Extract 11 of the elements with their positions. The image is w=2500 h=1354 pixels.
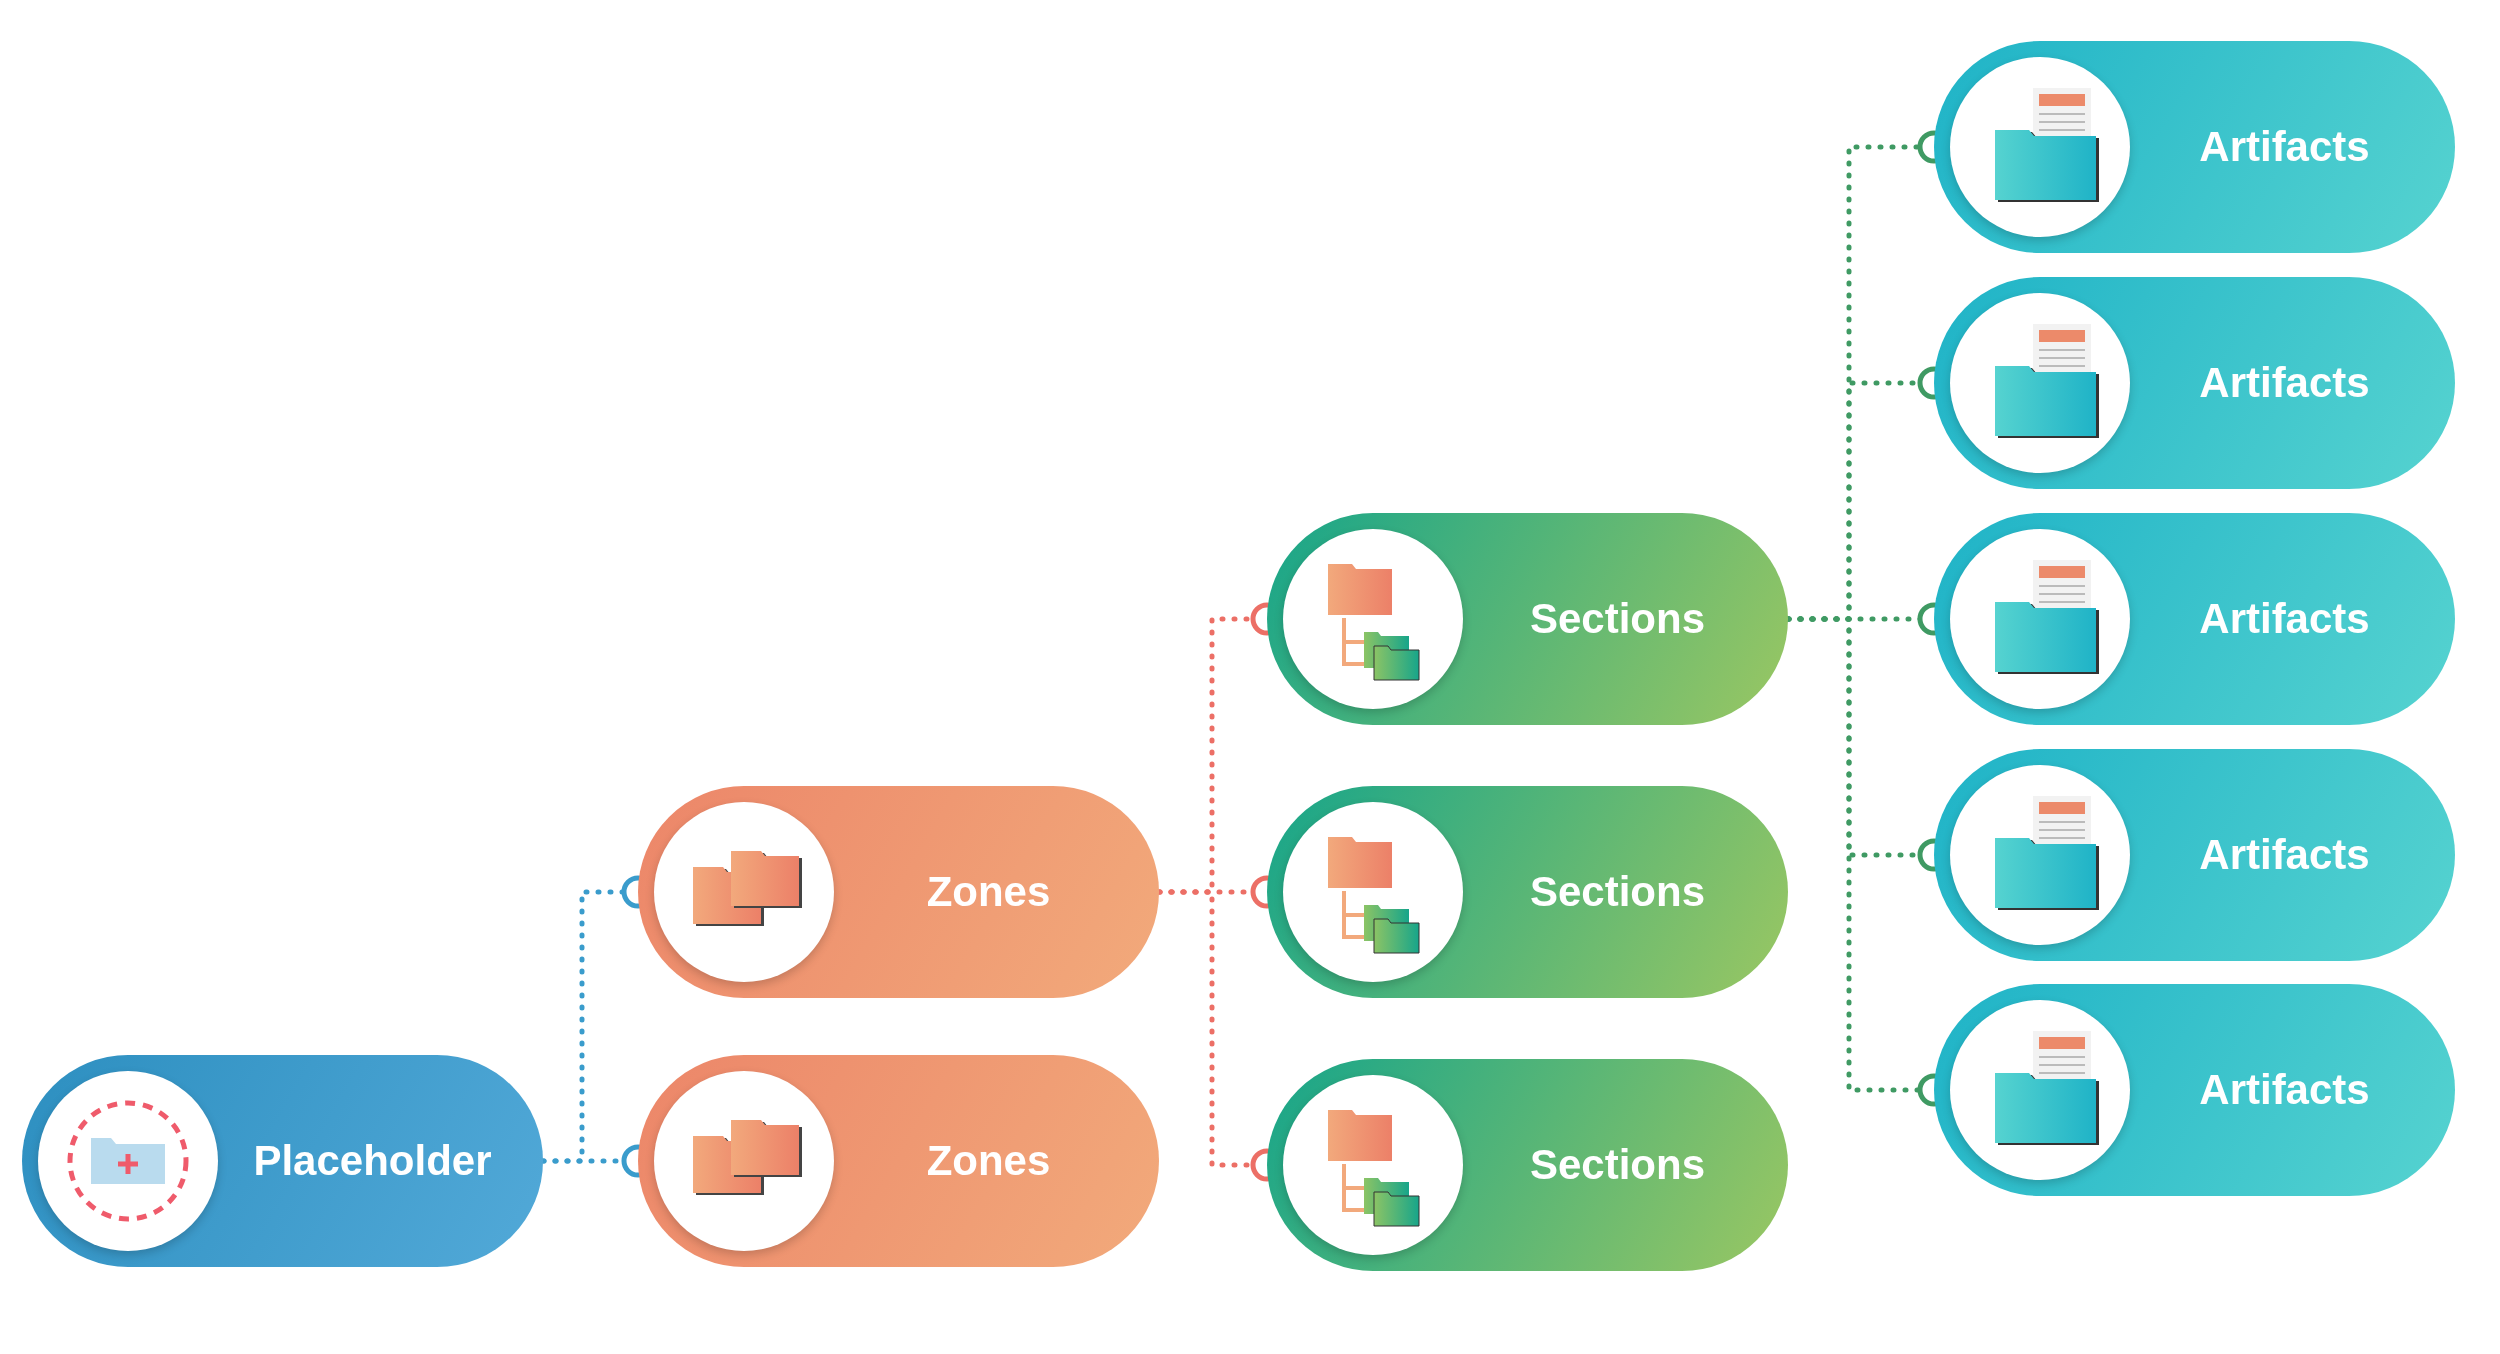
node-label: Sections xyxy=(1529,868,1706,916)
node-label: Sections xyxy=(1529,1141,1706,1189)
node-label: Artifacts xyxy=(2199,123,2370,171)
node-label: Artifacts xyxy=(2199,831,2370,879)
node-label: Zones xyxy=(926,1137,1051,1185)
node-label: Zones xyxy=(926,868,1051,916)
node-label: Sections xyxy=(1529,595,1706,643)
node-label: Artifacts xyxy=(2199,1066,2370,1114)
node-label: Artifacts xyxy=(2199,359,2370,407)
node-label: Artifacts xyxy=(2199,595,2370,643)
node-label: Placeholder xyxy=(253,1137,492,1185)
